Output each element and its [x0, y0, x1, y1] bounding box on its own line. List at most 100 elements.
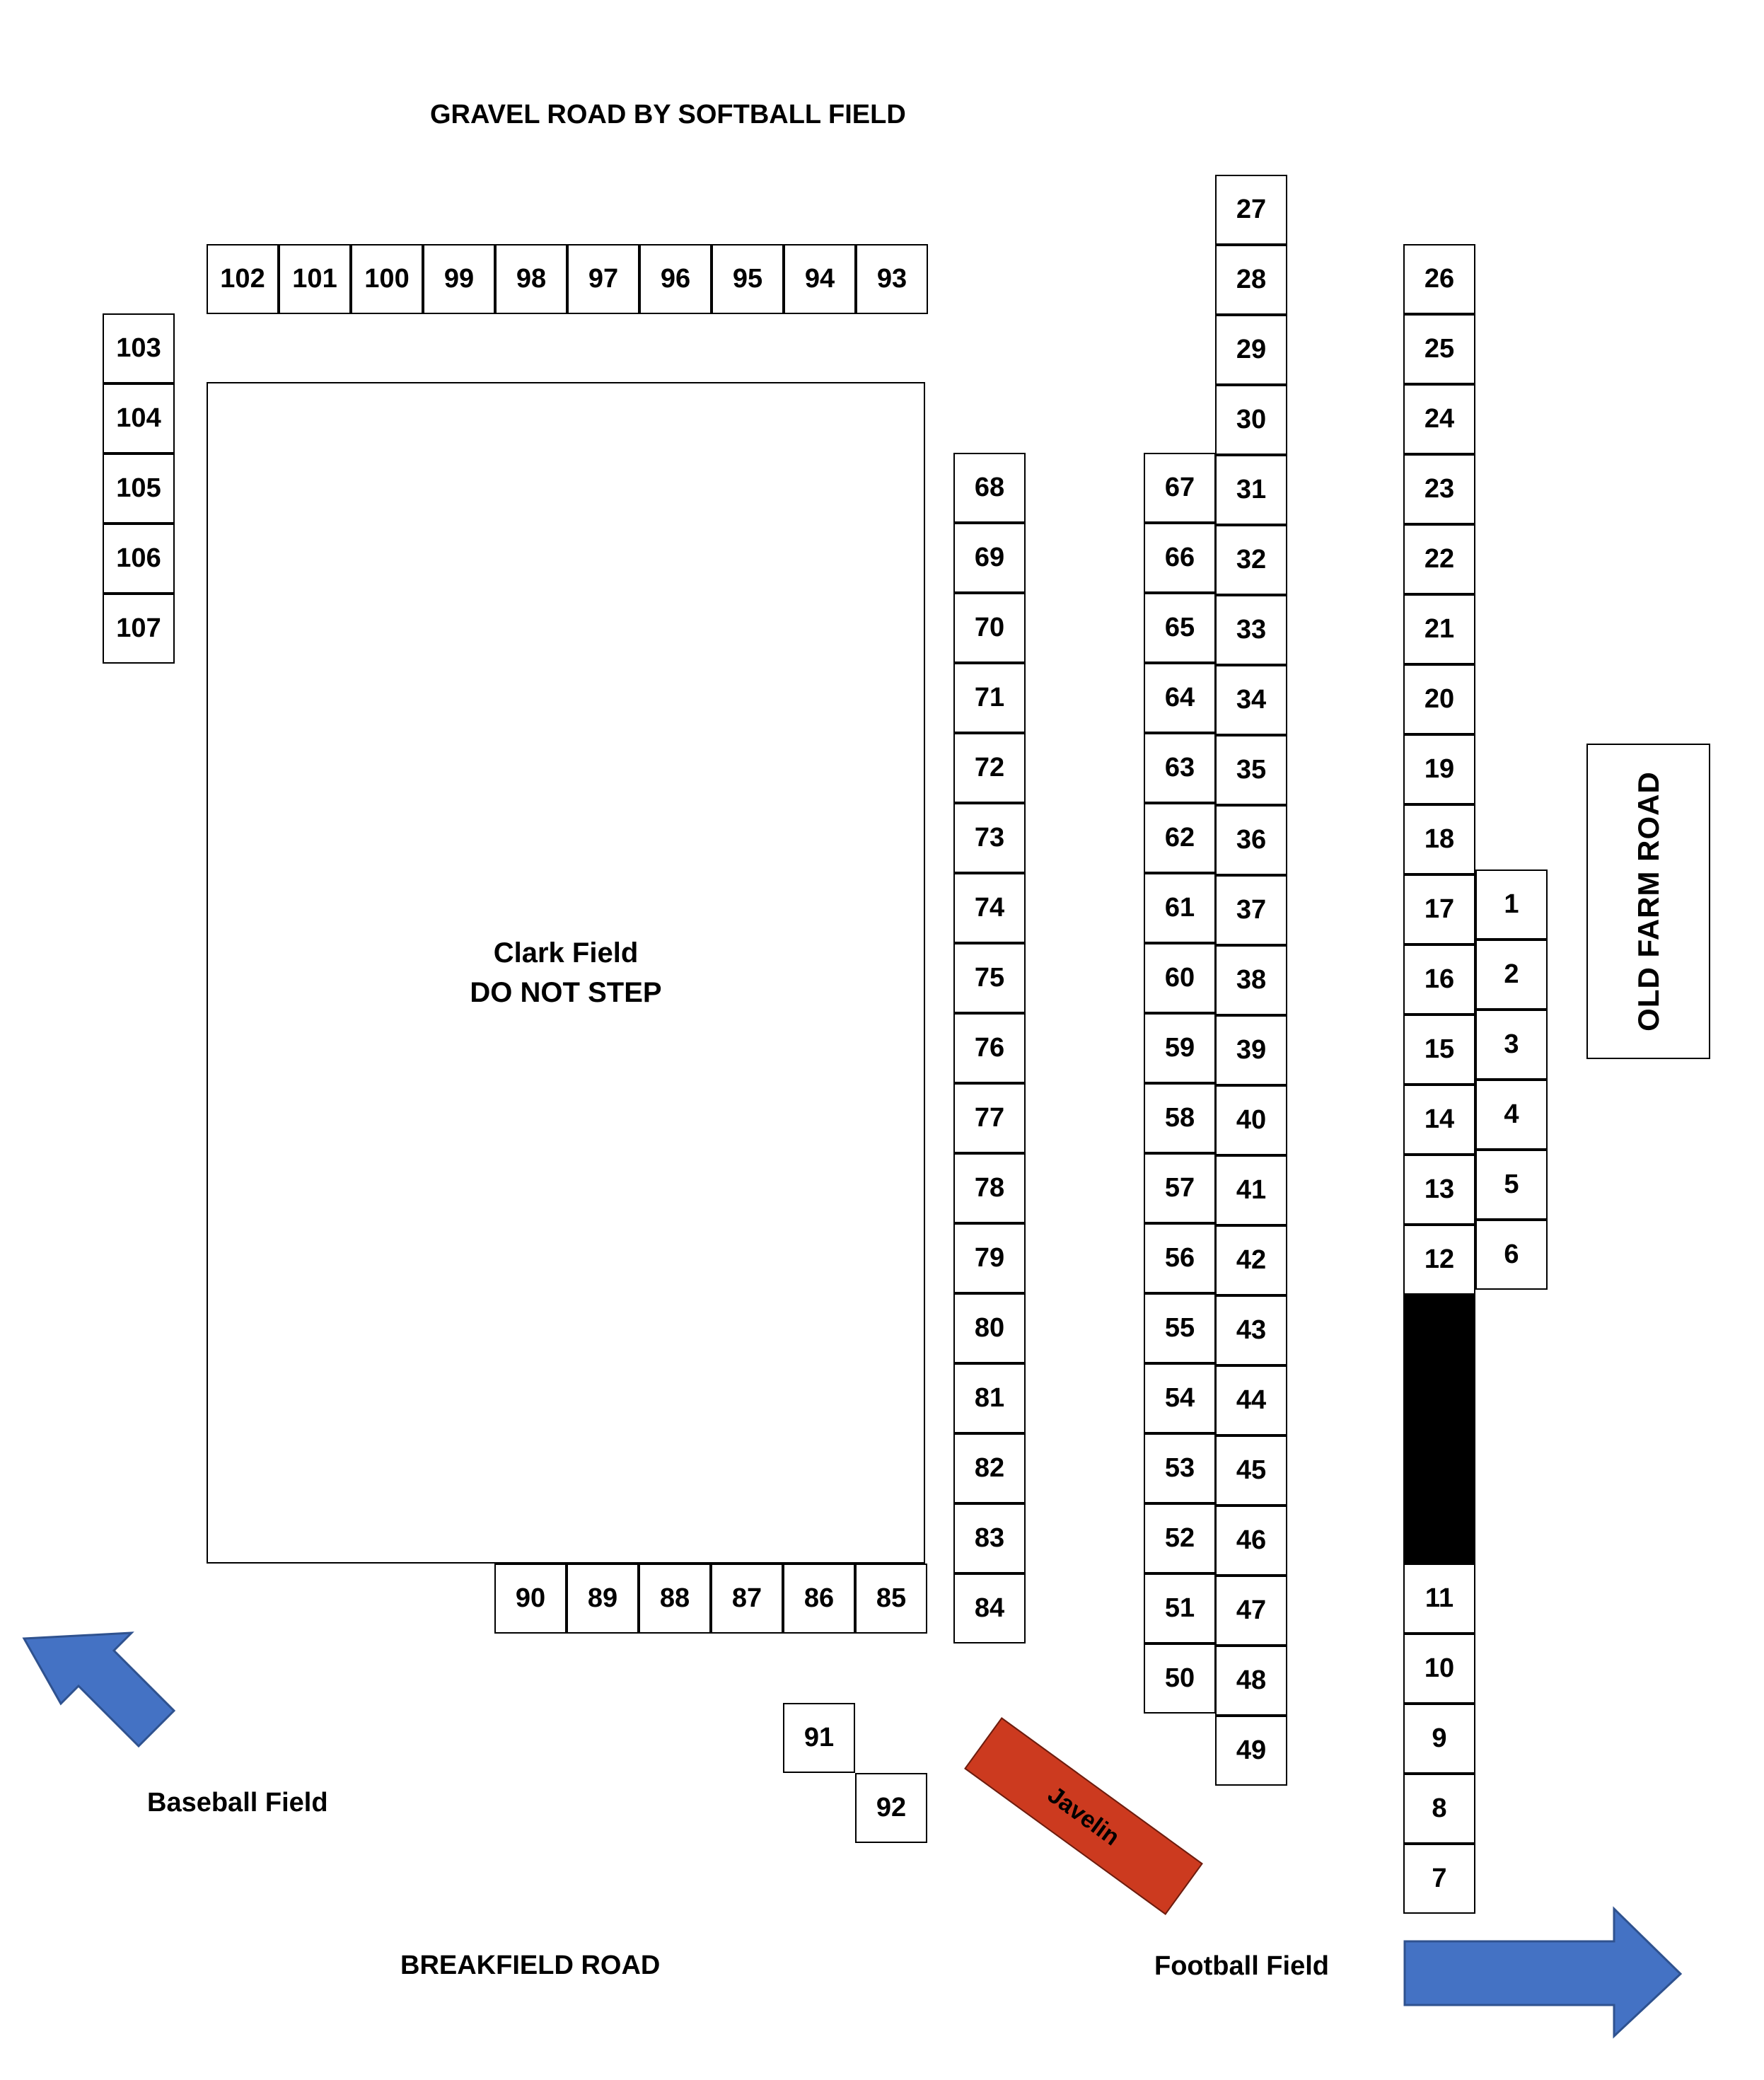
stall-94[interactable]: 94	[784, 244, 856, 314]
stall-33[interactable]: 33	[1215, 595, 1287, 665]
stall-32[interactable]: 32	[1215, 525, 1287, 595]
stall-100[interactable]: 100	[351, 244, 423, 314]
stall-73[interactable]: 73	[953, 803, 1026, 873]
stall-57[interactable]: 57	[1144, 1153, 1216, 1223]
stall-83[interactable]: 83	[953, 1503, 1026, 1573]
stall-31[interactable]: 31	[1215, 455, 1287, 525]
stall-51[interactable]: 51	[1144, 1573, 1216, 1643]
stall-76[interactable]: 76	[953, 1013, 1026, 1083]
stall-68[interactable]: 68	[953, 453, 1026, 523]
stall-84[interactable]: 84	[953, 1573, 1026, 1643]
stall-55[interactable]: 55	[1144, 1293, 1216, 1363]
stall-60[interactable]: 60	[1144, 943, 1216, 1013]
stall-48[interactable]: 48	[1215, 1646, 1287, 1716]
stall-5[interactable]: 5	[1475, 1150, 1548, 1220]
stall-13[interactable]: 13	[1403, 1155, 1475, 1225]
stall-77[interactable]: 77	[953, 1083, 1026, 1153]
stall-88[interactable]: 88	[639, 1564, 711, 1634]
stall-72[interactable]: 72	[953, 733, 1026, 803]
stall-85[interactable]: 85	[855, 1564, 927, 1634]
stall-74[interactable]: 74	[953, 873, 1026, 943]
stall-36[interactable]: 36	[1215, 805, 1287, 875]
stall-4[interactable]: 4	[1475, 1080, 1548, 1150]
stall-93[interactable]: 93	[856, 244, 928, 314]
stall-78[interactable]: 78	[953, 1153, 1026, 1223]
stall-97[interactable]: 97	[567, 244, 639, 314]
stall-39[interactable]: 39	[1215, 1015, 1287, 1085]
stall-30[interactable]: 30	[1215, 385, 1287, 455]
stall-11[interactable]: 11	[1403, 1564, 1475, 1634]
stall-70[interactable]: 70	[953, 593, 1026, 663]
stall-40[interactable]: 40	[1215, 1085, 1287, 1155]
stall-79[interactable]: 79	[953, 1223, 1026, 1293]
stall-14[interactable]: 14	[1403, 1085, 1475, 1155]
stall-45[interactable]: 45	[1215, 1435, 1287, 1506]
stall-12[interactable]: 12	[1403, 1225, 1475, 1295]
stall-35[interactable]: 35	[1215, 735, 1287, 805]
stall-37[interactable]: 37	[1215, 875, 1287, 945]
stall-19[interactable]: 19	[1403, 734, 1475, 804]
stall-26[interactable]: 26	[1403, 244, 1475, 314]
stall-99[interactable]: 99	[423, 244, 495, 314]
stall-86[interactable]: 86	[783, 1564, 855, 1634]
stall-17[interactable]: 17	[1403, 874, 1475, 944]
stall-1[interactable]: 1	[1475, 869, 1548, 940]
stall-69[interactable]: 69	[953, 523, 1026, 593]
stall-71[interactable]: 71	[953, 663, 1026, 733]
stall-46[interactable]: 46	[1215, 1506, 1287, 1576]
stall-98[interactable]: 98	[495, 244, 567, 314]
stall-28[interactable]: 28	[1215, 245, 1287, 315]
stall-67[interactable]: 67	[1144, 453, 1216, 523]
stall-102[interactable]: 102	[207, 244, 279, 314]
stall-38[interactable]: 38	[1215, 945, 1287, 1015]
stall-96[interactable]: 96	[639, 244, 712, 314]
stall-66[interactable]: 66	[1144, 523, 1216, 593]
stall-105[interactable]: 105	[103, 453, 175, 524]
stall-52[interactable]: 52	[1144, 1503, 1216, 1573]
stall-43[interactable]: 43	[1215, 1295, 1287, 1365]
stall-92[interactable]: 92	[855, 1773, 927, 1843]
stall-82[interactable]: 82	[953, 1433, 1026, 1503]
stall-106[interactable]: 106	[103, 524, 175, 594]
stall-7[interactable]: 7	[1403, 1844, 1475, 1914]
stall-91[interactable]: 91	[783, 1703, 855, 1773]
stall-15[interactable]: 15	[1403, 1015, 1475, 1085]
stall-90[interactable]: 90	[494, 1564, 567, 1634]
stall-107[interactable]: 107	[103, 594, 175, 664]
stall-62[interactable]: 62	[1144, 803, 1216, 873]
stall-27[interactable]: 27	[1215, 175, 1287, 245]
stall-2[interactable]: 2	[1475, 940, 1548, 1010]
stall-54[interactable]: 54	[1144, 1363, 1216, 1433]
stall-49[interactable]: 49	[1215, 1716, 1287, 1786]
stall-3[interactable]: 3	[1475, 1010, 1548, 1080]
stall-80[interactable]: 80	[953, 1293, 1026, 1363]
stall-104[interactable]: 104	[103, 383, 175, 453]
stall-59[interactable]: 59	[1144, 1013, 1216, 1083]
stall-22[interactable]: 22	[1403, 524, 1475, 594]
stall-87[interactable]: 87	[711, 1564, 783, 1634]
stall-81[interactable]: 81	[953, 1363, 1026, 1433]
stall-10[interactable]: 10	[1403, 1634, 1475, 1704]
stall-53[interactable]: 53	[1144, 1433, 1216, 1503]
stall-103[interactable]: 103	[103, 313, 175, 383]
stall-64[interactable]: 64	[1144, 663, 1216, 733]
stall-6[interactable]: 6	[1475, 1220, 1548, 1290]
stall-47[interactable]: 47	[1215, 1576, 1287, 1646]
stall-95[interactable]: 95	[712, 244, 784, 314]
stall-56[interactable]: 56	[1144, 1223, 1216, 1293]
stall-44[interactable]: 44	[1215, 1365, 1287, 1435]
stall-9[interactable]: 9	[1403, 1704, 1475, 1774]
stall-25[interactable]: 25	[1403, 314, 1475, 384]
stall-21[interactable]: 21	[1403, 594, 1475, 664]
stall-24[interactable]: 24	[1403, 384, 1475, 454]
stall-42[interactable]: 42	[1215, 1225, 1287, 1295]
stall-65[interactable]: 65	[1144, 593, 1216, 663]
stall-20[interactable]: 20	[1403, 664, 1475, 734]
stall-18[interactable]: 18	[1403, 804, 1475, 874]
stall-89[interactable]: 89	[567, 1564, 639, 1634]
stall-23[interactable]: 23	[1403, 454, 1475, 524]
stall-8[interactable]: 8	[1403, 1774, 1475, 1844]
stall-41[interactable]: 41	[1215, 1155, 1287, 1225]
stall-29[interactable]: 29	[1215, 315, 1287, 385]
stall-61[interactable]: 61	[1144, 873, 1216, 943]
